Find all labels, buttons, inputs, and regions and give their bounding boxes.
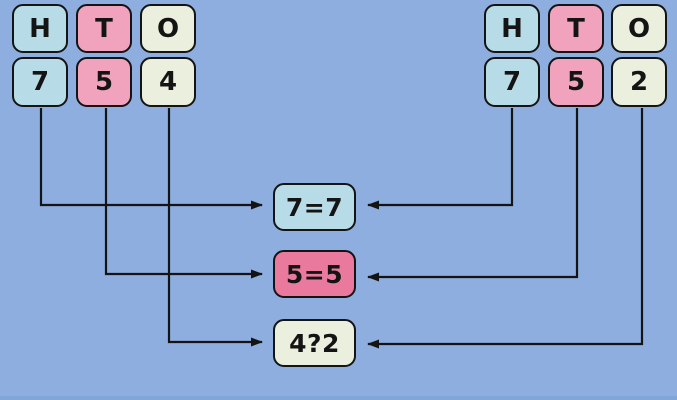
arrow-right-ones bbox=[367, 108, 644, 349]
comparison-ones: 4?2 bbox=[273, 319, 356, 367]
left-digit-ones: 4 bbox=[140, 57, 196, 107]
arrow-left-hundreds bbox=[39, 108, 263, 210]
arrow-left-ones bbox=[167, 108, 263, 347]
arrow-left-tens bbox=[104, 108, 263, 279]
left-header-tens: T bbox=[76, 4, 132, 53]
right-header-hundreds: H bbox=[484, 4, 540, 53]
right-digit-ones: 2 bbox=[611, 57, 667, 107]
right-header-ones: O bbox=[611, 4, 667, 53]
arrow-right-hundreds bbox=[367, 108, 514, 210]
left-header-ones: O bbox=[140, 4, 196, 53]
left-digit-hundreds: 7 bbox=[12, 57, 68, 107]
right-digit-hundreds: 7 bbox=[484, 57, 540, 107]
right-header-tens: T bbox=[548, 4, 604, 53]
bottom-edge-strip bbox=[0, 396, 677, 400]
comparison-tens: 5=5 bbox=[273, 250, 356, 298]
arrow-right-tens bbox=[367, 108, 579, 282]
comparison-hundreds: 7=7 bbox=[273, 183, 356, 231]
right-digit-tens: 5 bbox=[548, 57, 604, 107]
left-digit-tens: 5 bbox=[76, 57, 132, 107]
left-header-hundreds: H bbox=[12, 4, 68, 53]
